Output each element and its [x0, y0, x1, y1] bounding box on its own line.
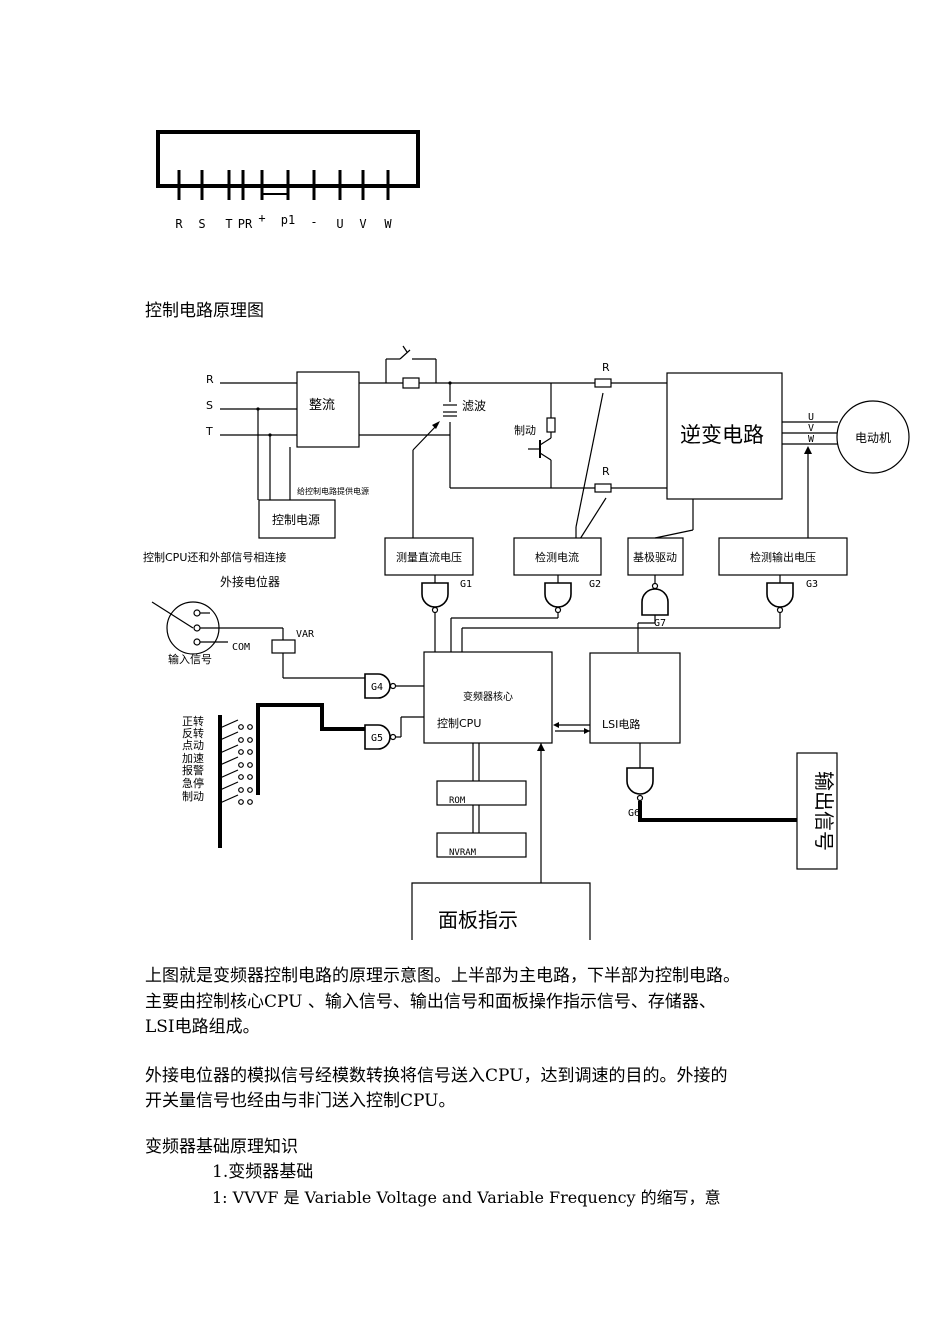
control-power-label: 控制电源 — [272, 513, 320, 527]
paragraph-2-line-1: 外接电位器的模拟信号经模数转换将信号送入CPU，达到调速的目的。外接的 — [145, 1066, 728, 1086]
base-drive-label: 基极驱动 — [633, 550, 677, 564]
power-note: 给控制电路提供电源 — [297, 486, 369, 496]
detect-current-box — [513, 537, 602, 576]
pin-label: + — [258, 211, 265, 225]
gate-label-g4: G4 — [371, 682, 383, 693]
gate-label-g7: G7 — [654, 618, 666, 629]
com-label: COM — [232, 642, 250, 653]
resistor-bottom-label: R — [602, 465, 610, 478]
switch-label-alarm: 报警 — [182, 763, 204, 777]
terminal-block: R S T PR + p1 - U V W — [156, 130, 420, 231]
input-label-r: R — [206, 373, 214, 386]
gate-label-g5: G5 — [371, 733, 383, 744]
cpu-core-box — [423, 651, 553, 744]
pin-label: T — [225, 217, 232, 231]
brake-label: 制动 — [514, 424, 536, 437]
gate-g1 — [421, 582, 449, 614]
pin-label: U — [336, 217, 343, 231]
pin-label: V — [359, 217, 366, 231]
output-signal-box — [796, 752, 838, 870]
paragraph-1-line-1: 上图就是变频器控制电路的原理示意图。上半部为主电路，下半部为控制电路。 — [145, 966, 740, 986]
phase-label-v: V — [808, 423, 814, 434]
filter-label: 滤波 — [462, 399, 486, 413]
paragraph-1-line-2: 主要由控制核心CPU 、输入信号、输出信号和面板操作指示信号、存储器、 — [145, 992, 716, 1012]
switch-bank — [219, 719, 253, 805]
var-label: VAR — [296, 629, 315, 640]
switch-label-forward: 正转 — [182, 714, 204, 728]
section-heading: 变频器基础原理知识 — [145, 1137, 298, 1157]
inverter-box — [666, 372, 783, 500]
gate-g5 — [364, 724, 397, 750]
nvram-box — [436, 832, 527, 858]
pin-label: S — [198, 217, 205, 231]
lsi-box — [589, 652, 681, 744]
rom-label: ROM — [449, 796, 466, 806]
switch-label-emergency: 急停 — [182, 776, 204, 790]
inverter-label: 逆变电路 — [680, 423, 764, 447]
rectifier-label: 整流 — [309, 398, 335, 413]
detect-current-label: 检测电流 — [535, 550, 579, 564]
paragraph-1-line-3: LSI电路组成。 — [145, 1017, 260, 1037]
gate-label-g3: G3 — [806, 579, 818, 590]
detect-output-label: 检测输出电压 — [750, 550, 816, 564]
pin-label: PR — [238, 217, 253, 231]
rectifier-box — [296, 371, 360, 448]
pin-label: - — [310, 215, 317, 229]
switch-label-brake: 制动 — [182, 790, 204, 803]
terminal-pins — [177, 170, 390, 200]
nvram-label: NVRAM — [449, 848, 477, 858]
measure-dc-label: 测量直流电压 — [396, 550, 462, 564]
pin-label: R — [175, 217, 183, 231]
circuit-diagram: R S T 整流 滤波 — [143, 345, 910, 940]
cpu-core-title: 变频器核心 — [463, 690, 513, 703]
input-signal-label: 输入信号 — [168, 652, 212, 666]
motor-circle — [836, 400, 910, 474]
lsi-label: LSI电路 — [602, 718, 640, 731]
rom-box — [436, 780, 527, 806]
paragraph-2-line-2: 开关量信号也经由与非门送入控制CPU。 — [145, 1091, 456, 1111]
gate-label-g1: G1 — [460, 579, 472, 590]
switch-label-reverse: 反转 — [182, 726, 204, 740]
phase-label-w: W — [808, 434, 815, 445]
switch-label-accel: 加速 — [182, 752, 204, 765]
diagram-title: 控制电路原理图 — [145, 301, 264, 321]
detect-output-box — [718, 537, 848, 576]
gate-g2 — [544, 582, 572, 614]
cpu-core-cpu: 控制CPU — [437, 716, 481, 730]
output-signal-label: 输出信号 — [812, 771, 836, 851]
cpu-note: 控制CPU还和外部信号相连接 — [143, 550, 286, 564]
subsection-heading: 1.变频器基础 — [212, 1162, 314, 1182]
gate-g3 — [766, 582, 794, 614]
gate-g6 — [626, 767, 654, 802]
pin-label: W — [384, 217, 392, 231]
gate-g7 — [641, 582, 669, 616]
control-power-box — [258, 499, 336, 539]
panel-label: 面板指示 — [438, 908, 518, 932]
phase-label-u: U — [808, 412, 814, 423]
motor-label: 电动机 — [855, 431, 891, 445]
pin-label: p1 — [281, 213, 295, 227]
ext-pot-label: 外接电位器 — [220, 574, 280, 589]
resistor-top-label: R — [602, 361, 610, 374]
gate-label-g2: G2 — [589, 579, 601, 590]
input-label-s: S — [206, 399, 213, 412]
body-line: 1: VVVF 是 Variable Voltage and Variable … — [212, 1188, 721, 1207]
switch-label-jog: 点动 — [182, 739, 204, 752]
panel-box — [411, 882, 591, 940]
measure-dc-box — [384, 537, 474, 576]
input-label-t: T — [205, 425, 213, 438]
gate-g4 — [364, 673, 397, 699]
gate-label-g6: G6 — [628, 808, 640, 819]
